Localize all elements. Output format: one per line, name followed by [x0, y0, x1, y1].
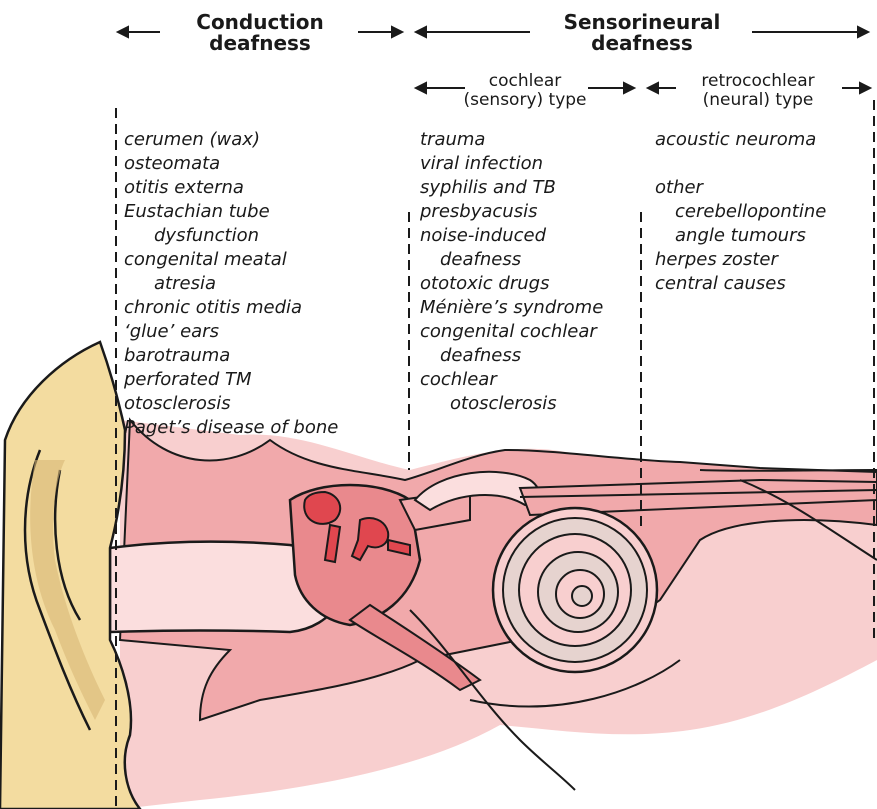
conduction-causes-list: cerumen (wax) osteomata otitis externa E… — [124, 128, 338, 440]
list-item: congenital cochlear — [420, 320, 603, 344]
list-item: otosclerosis — [420, 392, 603, 416]
list-item: trauma — [420, 128, 603, 152]
cochlea — [493, 508, 657, 672]
list-item: congenital meatal — [124, 248, 338, 272]
list-item: Eustachian tube — [124, 200, 338, 224]
list-item: syphilis and TB — [420, 176, 603, 200]
retrocochlear-causes-list: acoustic neuroma other cerebellopontine … — [655, 128, 826, 296]
list-item: acoustic neuroma — [655, 128, 826, 152]
list-item: other — [655, 176, 826, 200]
list-item: otitis externa — [124, 176, 338, 200]
list-item: cerumen (wax) — [124, 128, 338, 152]
list-item: herpes zoster — [655, 248, 826, 272]
list-item: ‘glue’ ears — [124, 320, 338, 344]
list-item: atresia — [124, 272, 338, 296]
list-item: central causes — [655, 272, 826, 296]
list-item: viral infection — [420, 152, 603, 176]
list-item: cochlear — [420, 368, 603, 392]
list-item: presbyacusis — [420, 200, 603, 224]
cochlear-type-header: cochlear (sensory) type — [430, 72, 620, 110]
list-item: Ménière’s syndrome — [420, 296, 603, 320]
list-item: deafness — [420, 344, 603, 368]
list-item: osteomata — [124, 152, 338, 176]
list-item: otosclerosis — [124, 392, 338, 416]
list-item: perforated TM — [124, 368, 338, 392]
list-item: deafness — [420, 248, 603, 272]
list-item: angle tumours — [655, 224, 826, 248]
list-item: noise-induced — [420, 224, 603, 248]
list-item: ototoxic drugs — [420, 272, 603, 296]
list-item: barotrauma — [124, 344, 338, 368]
list-item: Paget’s disease of bone — [124, 416, 338, 440]
retrocochlear-type-header: retrocochlear (neural) type — [668, 72, 848, 110]
list-item: cerebellopontine — [655, 200, 826, 224]
cochlear-causes-list: trauma viral infection syphilis and TB p… — [420, 128, 603, 416]
list-item: chronic otitis media — [124, 296, 338, 320]
conduction-header: Conduction deafness — [165, 12, 355, 54]
sensorineural-header: Sensorineural deafness — [532, 12, 752, 54]
list-item: dysfunction — [124, 224, 338, 248]
